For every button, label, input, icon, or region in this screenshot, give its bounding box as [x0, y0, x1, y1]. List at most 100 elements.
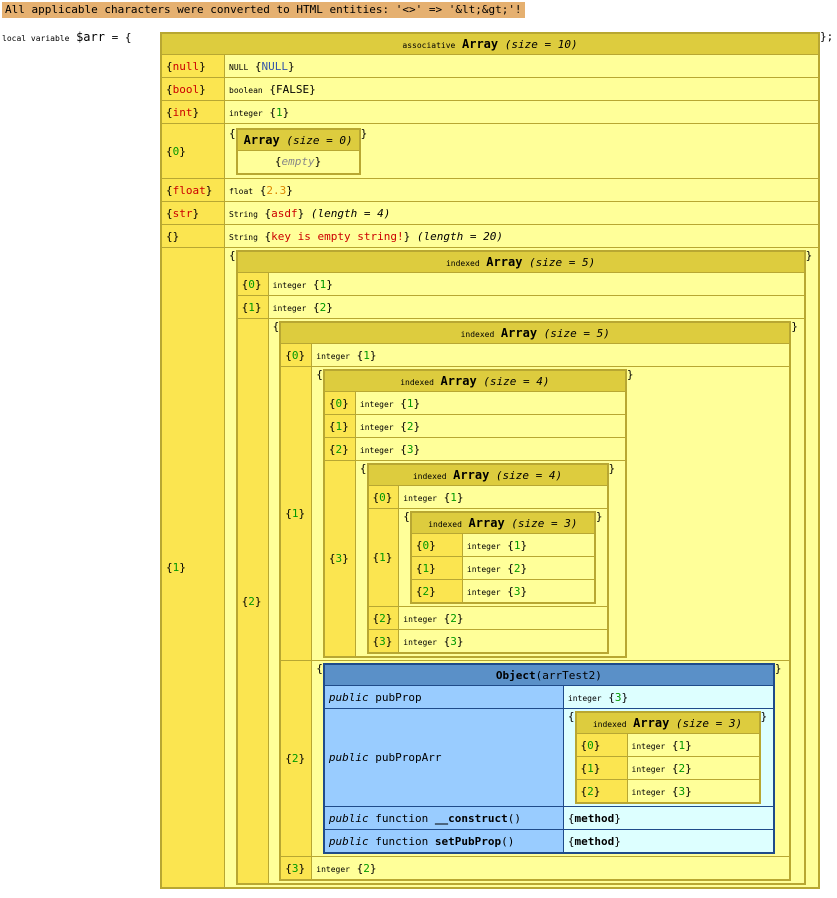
- property-value: integer {3}: [562, 685, 775, 709]
- object-array-table: indexed Array (size = 3) {0}integer {1} …: [574, 711, 761, 804]
- array-value: { indexed Array (size = 4) {0}integer {1…: [354, 460, 627, 658]
- root-array-header[interactable]: associative Array (size = 10): [160, 32, 820, 55]
- level2-header[interactable]: indexed Array (size = 5): [279, 321, 791, 344]
- level5-header[interactable]: indexed Array (size = 3): [410, 511, 596, 534]
- table-row: {2}integer {3}: [410, 579, 596, 604]
- array-key: {1}: [279, 366, 313, 661]
- nested-array-level5: indexed Array (size = 3) {0}integer {1} …: [409, 511, 596, 604]
- array-key: {3}: [279, 856, 313, 881]
- array-value: { Object(arrTest2) public pubProp intege…: [311, 660, 791, 857]
- array-value: integer {1}: [311, 343, 791, 367]
- array-value: integer {1}: [224, 100, 820, 124]
- array-key: {0}: [236, 272, 269, 296]
- table-row: public pubPropArr { indexed Array (size …: [323, 708, 775, 807]
- array-value: integer {1}: [461, 533, 596, 557]
- table-row: public function setPubProp() {method}: [323, 829, 775, 854]
- empty-array-placeholder: {empty}: [236, 149, 361, 174]
- array-value: integer {1}: [398, 485, 608, 509]
- table-row: {str} String {asdf} (length = 4): [160, 201, 820, 225]
- object-table: Object(arrTest2) public pubProp integer …: [322, 663, 775, 854]
- html-entities-notice: All applicable characters were converted…: [2, 2, 525, 18]
- array-value: integer {1}: [267, 272, 806, 296]
- table-row: {2}integer {3}: [323, 437, 627, 461]
- table-row: {1}integer {2}: [575, 756, 760, 780]
- property-value: { indexed Array (size = 3) {0}integer {1…: [562, 708, 775, 807]
- table-row: public pubProp integer {3}: [323, 685, 775, 709]
- nested-array-level3: indexed Array (size = 4) {0}integer {1} …: [322, 369, 627, 658]
- array-value: float {2.3}: [224, 178, 820, 202]
- array-value: integer {1}: [354, 391, 627, 415]
- array-key: {1}: [366, 508, 400, 607]
- array-size: (size = 10): [504, 38, 578, 51]
- array-value: integer {2}: [267, 295, 806, 319]
- object-header[interactable]: Object(arrTest2): [323, 663, 775, 686]
- array-key: {2}: [366, 606, 400, 630]
- table-row: {2}integer {3}: [575, 779, 760, 804]
- table-row: {2} { Object(arrTest2) public pubProp in…: [279, 660, 791, 857]
- array-type: associative: [402, 41, 456, 50]
- array-key: {2}: [575, 779, 628, 804]
- table-row: {} String {key is empty string!} (length…: [160, 224, 820, 248]
- array-value: { indexed Array (size = 4) {0}integer {1…: [311, 366, 791, 661]
- empty-array-header[interactable]: Array (size = 0): [236, 128, 361, 151]
- array-value: integer {3}: [461, 579, 596, 604]
- variable-close: };: [820, 30, 834, 43]
- variable-label: local variable $arr = {: [2, 30, 131, 44]
- table-row: {3} { indexed Array (size = 4) {0}intege…: [323, 460, 627, 658]
- array-key: {str}: [160, 201, 225, 225]
- array-value: NULL {NULL}: [224, 54, 820, 78]
- array-key: {0}: [575, 733, 628, 757]
- table-row: {1} { indexed Array (size = 5) {0}intege…: [160, 247, 820, 889]
- table-row: {0}integer {1}: [410, 533, 596, 557]
- root-array-table: associative Array (size = 10) {null} NUL…: [160, 32, 820, 889]
- method-value: {method}: [562, 829, 775, 854]
- array-value: { indexed Array (size = 3) {0}integer {1…: [398, 508, 608, 607]
- array-key: {0}: [366, 485, 400, 509]
- array-key: {1}: [575, 756, 628, 780]
- array-value: { indexed Array (size = 5) {0}integer {1…: [267, 318, 806, 885]
- table-row: {0}integer {1}: [575, 733, 760, 757]
- method-value: {method}: [562, 806, 775, 830]
- array-value: integer {2}: [354, 414, 627, 438]
- variable-equals: = {: [111, 31, 132, 44]
- array-key: {0}: [323, 391, 356, 415]
- table-row: {1}integer {2}: [410, 556, 596, 580]
- array-label: Array: [462, 37, 499, 51]
- property-key: public pubProp: [323, 685, 564, 709]
- level4-header[interactable]: indexed Array (size = 4): [367, 463, 608, 486]
- property-key: public pubPropArr: [323, 708, 564, 807]
- array-key: {3}: [366, 629, 400, 654]
- method-key: public function setPubProp(): [323, 829, 564, 854]
- table-row: {1}integer {2}: [236, 295, 806, 319]
- array-key: {2}: [323, 437, 356, 461]
- array-value: boolean {FALSE}: [224, 77, 820, 101]
- object-array-header[interactable]: indexed Array (size = 3): [575, 711, 760, 734]
- table-row: {1}integer {2}: [323, 414, 627, 438]
- table-row: {1} { indexed Array (size = 4) {0}intege…: [279, 366, 791, 661]
- table-row: {0}integer {1}: [279, 343, 791, 367]
- variable-scope: local variable: [2, 34, 70, 43]
- table-row: {null} NULL {NULL}: [160, 54, 820, 78]
- method-key: public function __construct(): [323, 806, 564, 830]
- array-key: {int}: [160, 100, 225, 124]
- level1-header[interactable]: indexed Array (size = 5): [236, 250, 806, 273]
- array-value: integer {1}: [626, 733, 760, 757]
- array-value: integer {3}: [626, 779, 760, 804]
- root-array: associative Array (size = 10) {null} NUL…: [160, 32, 820, 889]
- table-row: {3}integer {2}: [279, 856, 791, 881]
- array-value: integer {3}: [354, 437, 627, 461]
- table-row: {0} { Array (size = 0) {empty} }: [160, 123, 820, 179]
- array-key: {null}: [160, 54, 225, 78]
- level3-header[interactable]: indexed Array (size = 4): [323, 369, 627, 392]
- array-key: {3}: [323, 460, 356, 658]
- table-row: {0}integer {1}: [323, 391, 627, 415]
- array-key: {2}: [279, 660, 313, 857]
- array-value: integer {2}: [398, 606, 608, 630]
- array-value: { Array (size = 0) {empty} }: [224, 123, 820, 179]
- table-row: {2} { indexed Array (size = 5) {0}intege…: [236, 318, 806, 885]
- array-key: {2}: [410, 579, 463, 604]
- table-row: {bool} boolean {FALSE}: [160, 77, 820, 101]
- array-key: {2}: [236, 318, 269, 885]
- array-key: {1}: [323, 414, 356, 438]
- table-row: {int} integer {1}: [160, 100, 820, 124]
